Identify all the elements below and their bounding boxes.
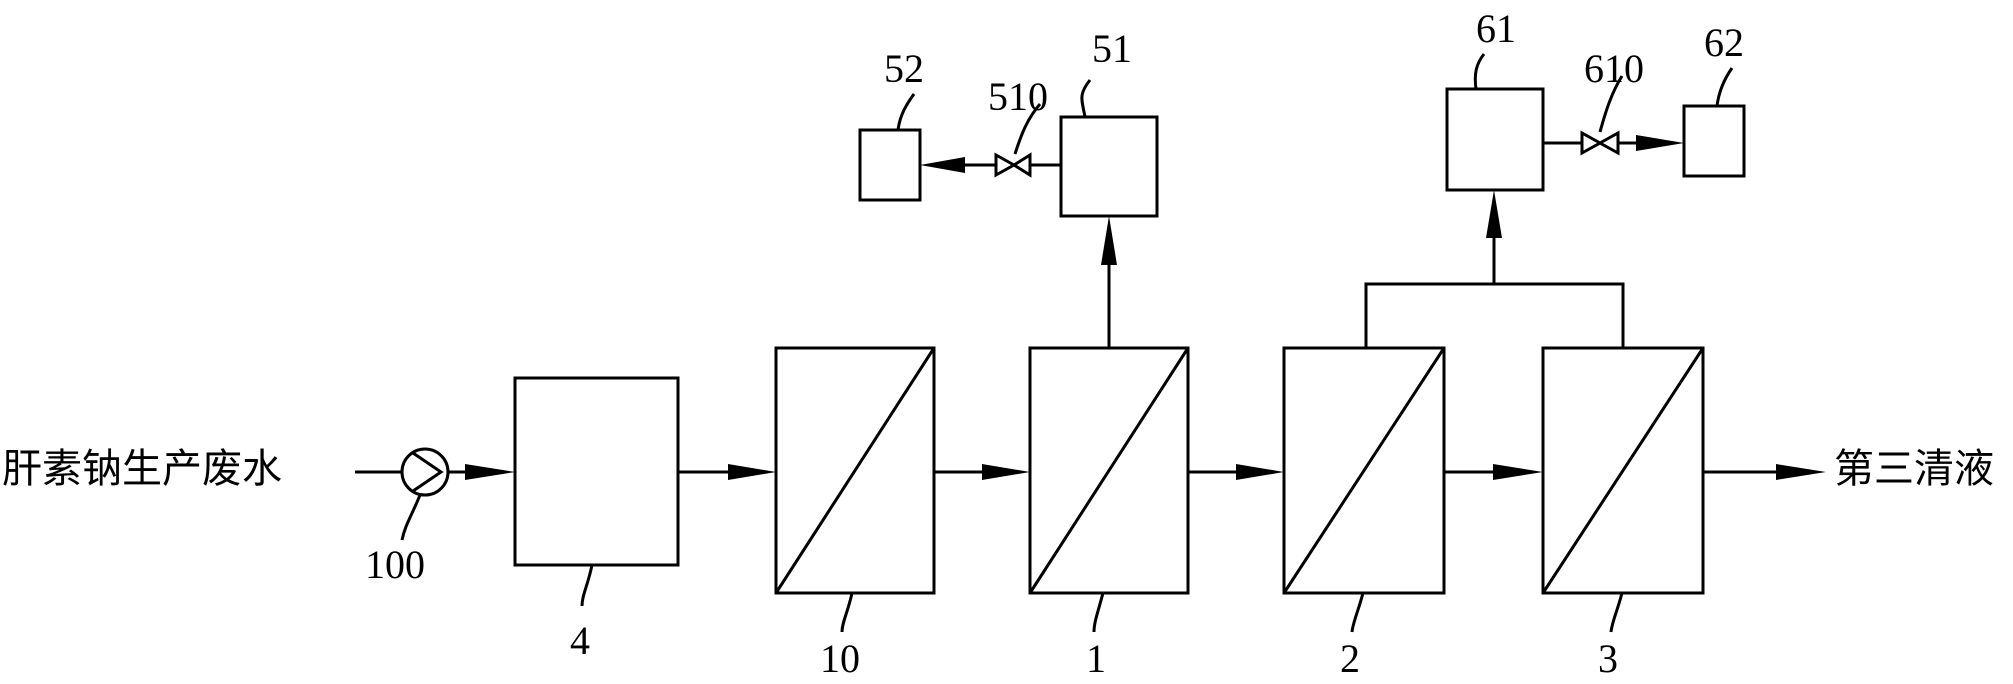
arrow-to-tank51 <box>1101 216 1117 265</box>
input-label: 肝素钠生产废水 <box>2 446 282 492</box>
arrow-to-unit2 <box>1236 464 1284 480</box>
tank-62 <box>1682 104 1746 178</box>
membrane-unit-2 <box>1282 346 1446 595</box>
valve-510-icon <box>994 152 1032 178</box>
arrow-to-tank62 <box>1636 135 1684 151</box>
pump-label: 100 <box>365 542 425 587</box>
unit-2-leader <box>1350 592 1365 633</box>
arrow-to-tank52 <box>920 157 965 173</box>
membrane-unit-1 <box>1028 346 1190 595</box>
tank-52 <box>858 128 922 202</box>
valve-610-icon <box>1580 130 1620 156</box>
arrow-to-unit10 <box>728 464 776 480</box>
unit-10-label: 10 <box>820 636 860 681</box>
arrow-to-tank61 <box>1486 190 1502 238</box>
unit-3-label: 3 <box>1598 636 1618 681</box>
tank-4-leader <box>580 564 594 607</box>
arrow-to-unit3 <box>1493 464 1543 480</box>
tank-62-label: 62 <box>1704 20 1744 65</box>
pump-leader <box>400 494 422 541</box>
pump-icon <box>400 447 450 497</box>
arrow-to-output <box>1776 464 1826 480</box>
tank-52-leader <box>896 93 916 131</box>
tank-51-leader <box>1080 79 1092 118</box>
valve-510-label: 510 <box>988 74 1048 119</box>
membrane-unit-10 <box>774 346 936 595</box>
unit-10-leader <box>840 592 854 633</box>
membrane-unit-3 <box>1541 346 1705 595</box>
unit-2-label: 2 <box>1340 636 1360 681</box>
unit-1-leader <box>1092 592 1105 633</box>
valve-510-leader <box>1013 103 1042 155</box>
tank-51 <box>1059 115 1159 218</box>
tank-51-label: 51 <box>1092 26 1132 71</box>
unit-3-leader <box>1609 592 1624 633</box>
tank-62-leader <box>1715 67 1734 107</box>
tank-61-leader <box>1473 53 1486 90</box>
arrow-to-unit1 <box>982 464 1030 480</box>
tank-4 <box>513 376 680 567</box>
tank-4-label: 4 <box>570 618 590 663</box>
manifold-2-3 <box>1364 282 1625 348</box>
tank-52-label: 52 <box>884 46 924 91</box>
output-label: 第三清液 <box>1834 446 1994 492</box>
arrow-to-tank4 <box>465 464 515 480</box>
tank-61 <box>1445 87 1545 192</box>
unit-1-label: 1 <box>1086 636 1106 681</box>
tank-61-label: 61 <box>1476 6 1516 51</box>
valve-610-leader <box>1598 75 1624 133</box>
valve-610-label: 610 <box>1584 46 1644 91</box>
